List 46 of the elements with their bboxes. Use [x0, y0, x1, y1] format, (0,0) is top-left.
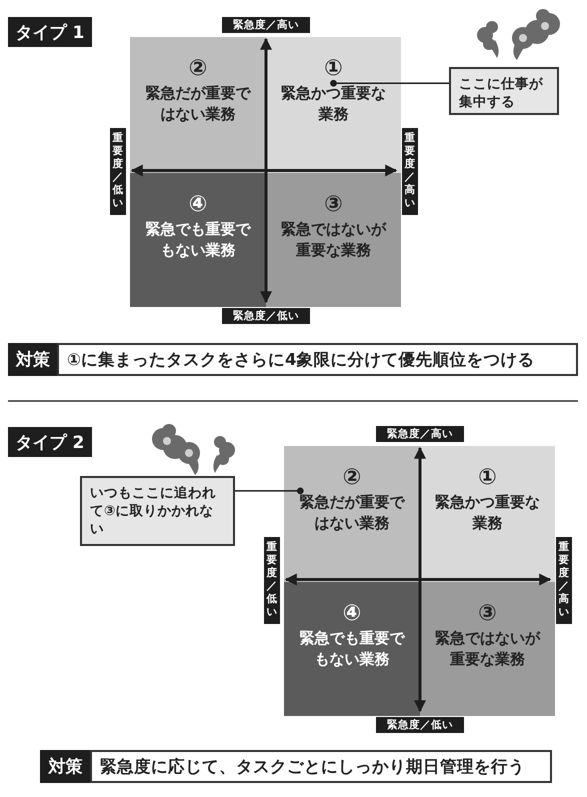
axis-label: 重要度／低い: [110, 128, 126, 215]
circled-number: ①: [324, 55, 343, 83]
axis-arrow: [414, 446, 426, 712]
quadrant-text: 緊急ではないが重要な業務: [434, 628, 542, 670]
leader-line: [235, 488, 304, 494]
circled-number: ①: [478, 464, 497, 492]
callout-box: いつもここに追われて③に取りかかれない: [80, 476, 235, 546]
axis-label: 重要度／高い: [556, 537, 572, 624]
measure-box: ①に集まったタスクをさらに4象限に分けて優先順位をつける: [57, 343, 578, 376]
circled-number: ②: [342, 464, 362, 492]
axis-label: 緊急度／低い: [222, 308, 310, 324]
quadrant-box: [420, 582, 555, 716]
quadrant-box: [420, 446, 555, 582]
quadrant-box: [130, 173, 266, 307]
leader-line: [330, 80, 449, 87]
quadrant-text: 緊急でも重要でもない業務: [144, 219, 252, 261]
quadrant-text: 緊急かつ重要な業務: [280, 83, 387, 125]
axis-label: 緊急度／高い: [376, 426, 464, 442]
circled-number: ④: [342, 600, 362, 628]
quadrant-text: 緊急だが重要ではない業務: [298, 492, 406, 534]
axis-label: 重要度／高い: [402, 128, 418, 215]
quadrant-box: [130, 37, 266, 173]
axis-label: 緊急度／高い: [222, 17, 310, 33]
quadrant-text: 緊急かつ重要な業務: [434, 492, 541, 534]
circled-number: ②: [188, 55, 208, 83]
axis-arrow: [260, 38, 272, 304]
measure-tag: 対策: [8, 343, 58, 376]
quadrant-box: [284, 446, 420, 582]
quadrant-text: 緊急ではないが重要な業務: [280, 219, 388, 261]
type-heading: タイプ 2: [8, 427, 92, 457]
measure-tag: 対策: [40, 750, 91, 783]
quadrant-box: [266, 173, 401, 307]
circled-number: ③: [324, 191, 343, 219]
axis-arrow: [130, 164, 398, 176]
type-heading: タイプ 1: [8, 17, 92, 47]
axis-label: 重要度／低い: [264, 537, 280, 624]
callout-box: ここに仕事が集中する: [449, 67, 559, 115]
circled-number: ④: [188, 191, 208, 219]
quadrant-box: [284, 582, 420, 716]
quadrant-text: 緊急だが重要ではない業務: [144, 83, 252, 125]
quadrant-text: 緊急でも重要でもない業務: [298, 628, 406, 670]
axis-label: 緊急度／低い: [376, 717, 464, 733]
measure-box: 緊急度に応じて、タスクごとにしっかり期日管理を行う: [90, 750, 552, 783]
axis-arrow: [284, 574, 552, 586]
quadrant-box: [266, 37, 401, 173]
circled-number: ③: [478, 600, 497, 628]
